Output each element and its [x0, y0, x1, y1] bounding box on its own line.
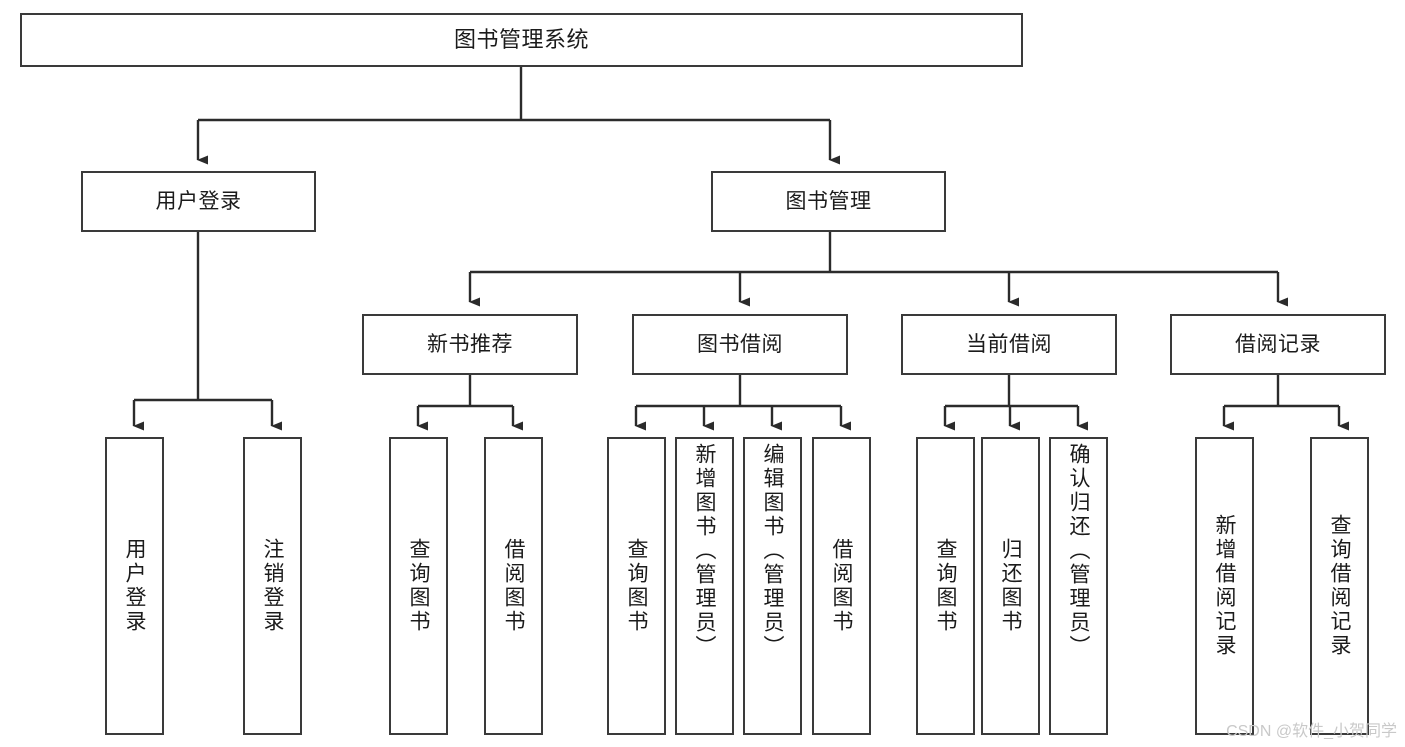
- node-book-management[interactable]: 图书管理: [711, 171, 946, 232]
- leaf-book-borrow-query-book[interactable]: 查询图书: [607, 437, 666, 735]
- node-label: 用户登录: [155, 189, 242, 213]
- node-label: 图书管理: [785, 189, 872, 213]
- leaf-borrow-record-query-record[interactable]: 查询借阅记录: [1310, 437, 1369, 735]
- node-new-book-recommendation[interactable]: 新书推荐: [362, 314, 578, 375]
- node-label: 图书借阅: [697, 332, 783, 356]
- node-root-book-management-system[interactable]: 图书管理系统: [20, 13, 1023, 67]
- leaf-current-borrow-confirm-return-admin[interactable]: 确认归还（管理员）: [1049, 437, 1108, 735]
- node-label: 查询图书: [625, 538, 648, 634]
- watermark: CSDN @软件_小贺同学: [1226, 723, 1397, 740]
- node-label: 查询图书: [934, 538, 957, 634]
- node-borrowing-record[interactable]: 借阅记录: [1170, 314, 1386, 375]
- node-user-login[interactable]: 用户登录: [81, 171, 316, 232]
- node-label: 编辑图书（管理员）: [761, 443, 784, 659]
- leaf-new-book-borrow-book[interactable]: 借阅图书: [484, 437, 543, 735]
- node-book-borrowing[interactable]: 图书借阅: [632, 314, 848, 375]
- leaf-book-borrow-borrow-book[interactable]: 借阅图书: [812, 437, 871, 735]
- node-current-borrowing[interactable]: 当前借阅: [901, 314, 1117, 375]
- node-label: 借阅图书: [830, 538, 853, 634]
- leaf-current-borrow-return-book[interactable]: 归还图书: [981, 437, 1040, 735]
- leaf-borrow-record-add-record[interactable]: 新增借阅记录: [1195, 437, 1254, 735]
- node-label: 查询图书: [407, 538, 430, 634]
- leaf-new-book-query-book[interactable]: 查询图书: [389, 437, 448, 735]
- node-label: 用户登录: [123, 538, 146, 634]
- node-label: 新书推荐: [427, 332, 513, 356]
- node-label: 确认归还（管理员）: [1067, 443, 1090, 659]
- node-label: 借阅图书: [502, 538, 525, 634]
- node-label: 借阅记录: [1235, 332, 1321, 356]
- leaf-book-borrow-edit-book-admin[interactable]: 编辑图书（管理员）: [743, 437, 802, 735]
- leaf-user-login-logout[interactable]: 注销登录: [243, 437, 302, 735]
- node-label: 注销登录: [261, 538, 284, 634]
- node-label: 当前借阅: [966, 332, 1052, 356]
- leaf-book-borrow-add-book-admin[interactable]: 新增图书（管理员）: [675, 437, 734, 735]
- leaf-user-login-login[interactable]: 用户登录: [105, 437, 164, 735]
- node-label: 图书管理系统: [453, 26, 589, 52]
- node-label: 新增借阅记录: [1213, 514, 1236, 658]
- node-label: 新增图书（管理员）: [693, 443, 716, 659]
- node-label: 归还图书: [999, 538, 1022, 634]
- node-label: 查询借阅记录: [1328, 514, 1351, 658]
- leaf-current-borrow-query-book[interactable]: 查询图书: [916, 437, 975, 735]
